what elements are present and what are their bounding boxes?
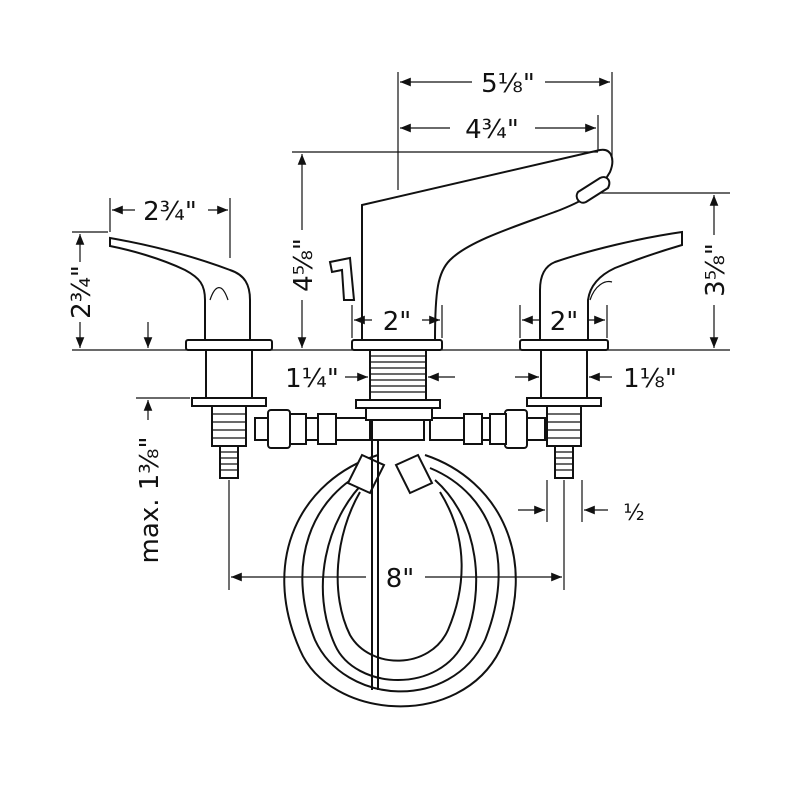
connection-pipes <box>254 409 546 449</box>
dim-label-1-1-4: 1¼" <box>285 364 339 394</box>
dim-spout-reach: 4¾" <box>400 115 599 150</box>
dim-spout-reach-total: 5⅛" <box>397 69 613 190</box>
dim-center-spread: 8" <box>228 480 565 594</box>
dim-spout-shank: 1¼" <box>285 364 455 394</box>
dim-label-2-spout: 2" <box>383 307 412 337</box>
dim-label-3-5-8: 3⅝" <box>701 243 731 297</box>
dim-label-1-2: ½ <box>623 501 644 526</box>
right-handle-valve <box>519 230 683 479</box>
left-handle-valve <box>109 236 273 479</box>
dim-label-2-3-4-vertical: 2¾" <box>67 265 97 319</box>
dim-handle-shank: 1⅛" <box>515 364 677 394</box>
dim-connection: ½ <box>518 480 645 526</box>
dim-spout-height: 4⅝" <box>289 151 598 348</box>
dim-label-1-1-8: 1⅛" <box>623 364 677 394</box>
supply-hoses <box>283 453 517 708</box>
spout <box>328 148 614 441</box>
dim-label-2-3-4-horizontal: 2¾" <box>143 197 197 227</box>
dim-label-max-1-3-8: max. 1⅜" <box>135 437 165 564</box>
dim-spout-outlet-height: 3⅝" <box>600 192 731 348</box>
dim-label-4-5-8: 4⅝" <box>289 238 319 292</box>
dim-handle-base: 2" <box>519 305 608 338</box>
dim-handle-height: 2¾" <box>67 231 153 348</box>
dim-label-2-handle: 2" <box>550 307 579 337</box>
dim-max-deck: max. 1⅜" <box>135 397 190 564</box>
dim-label-8: 8" <box>386 564 415 594</box>
dim-spout-base: 2" <box>351 305 443 338</box>
dim-label-4-3-4: 4¾" <box>465 115 519 145</box>
dim-label-5-1-8: 5⅛" <box>481 69 535 99</box>
dim-handle-reach: 2¾" <box>109 197 231 258</box>
